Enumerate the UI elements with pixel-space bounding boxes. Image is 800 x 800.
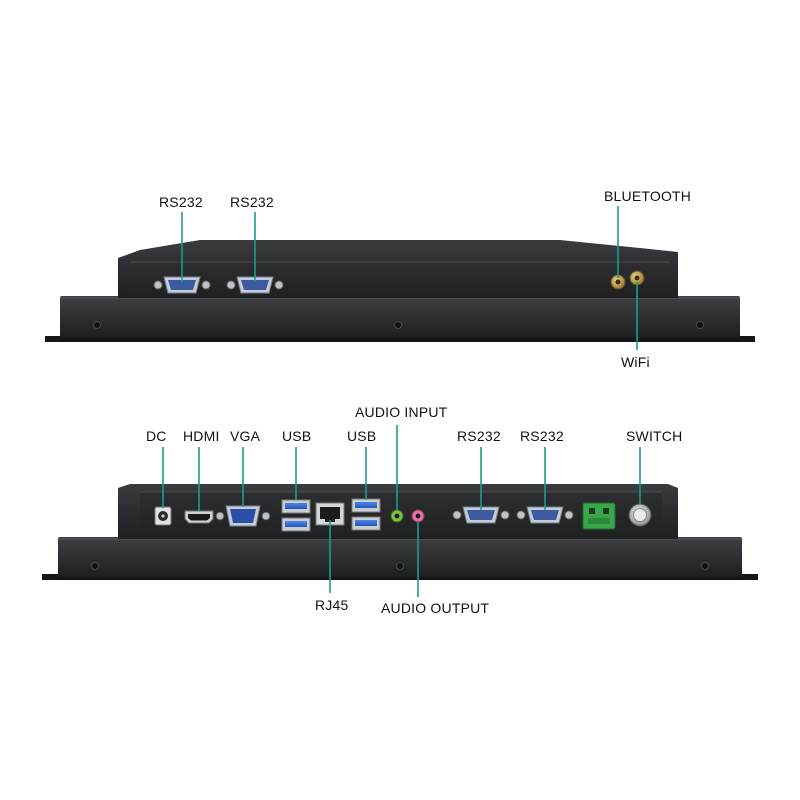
label-hdmi: HDMI <box>183 428 220 444</box>
audio-jack-icon <box>390 509 404 523</box>
top-screw-left <box>93 321 101 329</box>
audio-jack-icon <box>411 509 425 523</box>
dc-jack-icon <box>154 506 172 526</box>
bottom-screw-left <box>91 562 99 570</box>
label-switch: SWITCH <box>626 428 683 444</box>
bottom-screw-center <box>396 562 404 570</box>
vga-port-icon <box>215 505 271 527</box>
bottom-screw-right <box>701 562 709 570</box>
usb-port-icon <box>351 498 381 531</box>
top-view-device <box>45 240 755 342</box>
bottom-front-bezel <box>58 537 742 577</box>
top-port-face <box>130 262 670 296</box>
usb-port-icon <box>281 499 311 532</box>
label-rs232-4: RS232 <box>520 428 564 444</box>
top-screw-right <box>696 321 704 329</box>
label-rs232-3: RS232 <box>457 428 501 444</box>
label-audio-input: AUDIO INPUT <box>355 404 448 420</box>
bottom-view-device <box>42 484 758 580</box>
label-bluetooth: BLUETOOTH <box>604 188 692 204</box>
bottom-leader-lines <box>162 425 641 597</box>
db9-serial-port-icon <box>226 276 284 294</box>
label-top-rs232-1: RS232 <box>159 194 203 210</box>
top-screw-center <box>394 321 402 329</box>
top-mount-flange <box>45 336 755 342</box>
db9-serial-port-icon <box>153 276 211 294</box>
power-switch-icon <box>628 503 652 527</box>
label-wifi: WiFi <box>621 354 650 370</box>
db9-serial-port-icon <box>516 506 574 524</box>
db9-serial-port-icon <box>452 506 510 524</box>
label-rj45: RJ45 <box>315 597 349 613</box>
top-leader-lines <box>181 206 638 350</box>
label-dc: DC <box>146 428 167 444</box>
top-front-bezel <box>60 296 740 338</box>
label-vga: VGA <box>230 428 261 444</box>
terminal-block-icon <box>582 502 616 530</box>
label-audio-output: AUDIO OUTPUT <box>381 600 490 616</box>
hdmi-port-icon <box>184 510 214 524</box>
rj45-port-icon <box>315 502 345 526</box>
label-usb-2: USB <box>347 428 377 444</box>
label-usb-1: USB <box>282 428 312 444</box>
label-top-rs232-2: RS232 <box>230 194 274 210</box>
